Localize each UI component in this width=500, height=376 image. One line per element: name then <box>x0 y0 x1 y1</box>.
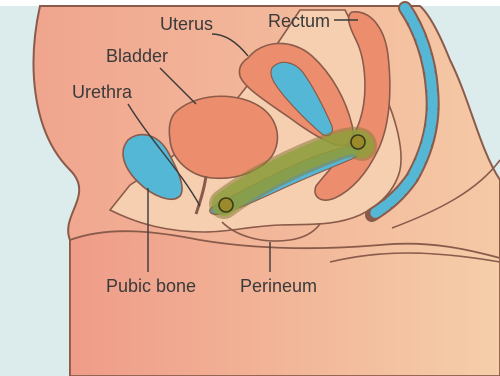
label-bladder: Bladder <box>106 46 168 66</box>
muscle-anchor-back <box>351 135 365 149</box>
label-uterus: Uterus <box>160 14 213 34</box>
label-rectum: Rectum <box>268 11 330 31</box>
label-urethra: Urethra <box>72 82 133 102</box>
label-pubic-bone: Pubic bone <box>106 276 196 296</box>
thigh <box>70 231 500 376</box>
muscle-anchor-front <box>219 198 233 212</box>
label-perineum: Perineum <box>240 276 317 296</box>
